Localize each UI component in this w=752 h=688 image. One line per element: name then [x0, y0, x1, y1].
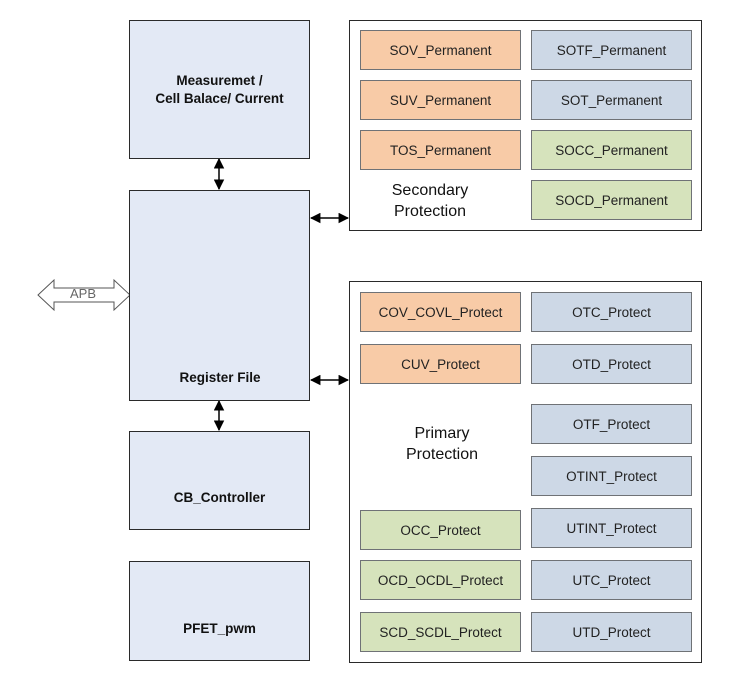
otc-protect-cell: OTC_Protect: [531, 292, 692, 332]
utc-protect-cell: UTC_Protect: [531, 560, 692, 600]
pfet-pwm-block: PFET_pwm: [129, 561, 310, 661]
primary-protection-title: Primary Protection: [372, 424, 512, 466]
cb-controller-block: CB_Controller: [129, 431, 310, 530]
utd-protect-cell: UTD_Protect: [531, 612, 692, 652]
measurement-block: Measuremet / Cell Balace/ Current: [129, 20, 310, 159]
cov-covl-protect-cell: COV_COVL_Protect: [360, 292, 521, 332]
utint-protect-cell: UTINT_Protect: [531, 508, 692, 548]
measurement-label-line1: Measuremet /: [176, 72, 263, 88]
sot-permanent-cell: SOT_Permanent: [531, 80, 692, 120]
secondary-title-line2: Protection: [393, 202, 467, 220]
primary-title-line2: Protection: [405, 445, 479, 463]
sotf-permanent-cell: SOTF_Permanent: [531, 30, 692, 70]
pfet-pwm-label: PFET_pwm: [183, 621, 256, 637]
otd-protect-cell: OTD_Protect: [531, 344, 692, 384]
secondary-title-line1: Secondary: [391, 182, 469, 199]
occ-protect-cell: OCC_Protect: [360, 510, 521, 550]
register-file-block: [129, 190, 310, 401]
primary-title-line1: Primary: [414, 425, 470, 442]
sov-permanent-cell: SOV_Permanent: [360, 30, 521, 70]
tos-permanent-cell: TOS_Permanent: [360, 130, 521, 170]
cb-controller-label: CB_Controller: [173, 490, 266, 506]
cuv-protect-cell: CUV_Protect: [360, 344, 521, 384]
socd-permanent-cell: SOCD_Permanent: [531, 180, 692, 220]
secondary-protection-title: Secondary Protection: [360, 181, 500, 223]
measurement-label-line2: Cell Balace/ Current: [155, 90, 284, 106]
register-file-label: Register File: [179, 370, 261, 385]
scd-scdl-protect-cell: SCD_SCDL_Protect: [360, 612, 521, 652]
ocd-ocdl-protect-cell: OCD_OCDL_Protect: [360, 560, 521, 600]
otf-protect-cell: OTF_Protect: [531, 404, 692, 444]
socc-permanent-cell: SOCC_Permanent: [531, 130, 692, 170]
apb-label: APB: [69, 286, 96, 301]
otint-protect-cell: OTINT_Protect: [531, 456, 692, 496]
suv-permanent-cell: SUV_Permanent: [360, 80, 521, 120]
